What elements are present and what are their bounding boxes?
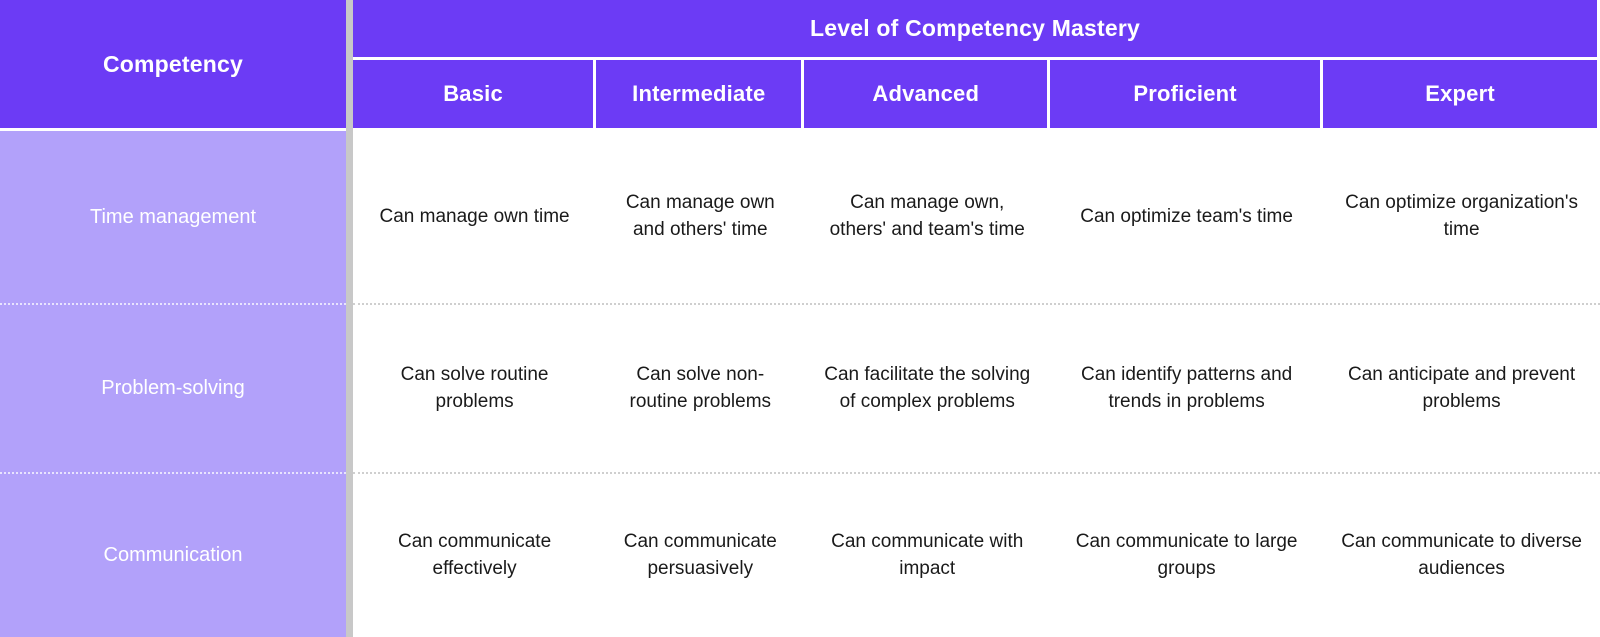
row-label-problem-solving: Problem-solving xyxy=(0,303,346,472)
table-cell: Can solve routine problems xyxy=(400,363,549,412)
table-row-time-management: Can manage own time Can manage own and o… xyxy=(353,131,1600,303)
table-row-communication: Can communicate effectively Can communic… xyxy=(353,472,1600,637)
column-header-expert: Expert xyxy=(1323,60,1600,128)
table-cell: Can manage own, others' and team's time xyxy=(829,192,1025,240)
table-cell: Can communicate to diverse audiences xyxy=(1341,530,1582,579)
column-header-proficient: Proficient xyxy=(1050,60,1324,128)
frozen-column-divider xyxy=(346,0,353,637)
competency-header-cell: Competency xyxy=(0,0,346,131)
mastery-section: Level of Competency Mastery Basic Interm… xyxy=(353,0,1600,637)
table-cell: Can anticipate and prevent problems xyxy=(1348,363,1576,412)
table-cell: Can communicate effectively xyxy=(398,530,552,579)
column-header-row: Basic Intermediate Advanced Proficient E… xyxy=(353,60,1600,131)
column-header-intermediate: Intermediate xyxy=(596,60,805,128)
table-cell: Can communicate persuasively xyxy=(623,530,777,579)
table-cell: Can communicate to large groups xyxy=(1075,530,1298,579)
mastery-banner-title: Level of Competency Mastery xyxy=(353,0,1600,60)
row-label-communication: Communication xyxy=(0,472,346,637)
table-cell: Can solve non-routine problems xyxy=(629,363,772,412)
table-cell: Can identify patterns and trends in prob… xyxy=(1080,363,1293,412)
table-row-problem-solving: Can solve routine problems Can solve non… xyxy=(353,303,1600,472)
table-cell: Can optimize team's time xyxy=(1080,205,1293,227)
table-cell: Can optimize organization's time xyxy=(1345,192,1578,240)
column-header-advanced: Advanced xyxy=(804,60,1051,128)
table-cell: Can communicate with impact xyxy=(831,530,1024,579)
column-header-basic: Basic xyxy=(353,60,597,128)
competency-column: Competency Time management Problem-solvi… xyxy=(0,0,346,637)
row-label-time-management: Time management xyxy=(0,131,346,303)
table-cell: Can manage own and others' time xyxy=(625,192,775,240)
table-cell: Can manage own time xyxy=(379,205,570,227)
table-cell: Can facilitate the solving of complex pr… xyxy=(824,363,1031,412)
